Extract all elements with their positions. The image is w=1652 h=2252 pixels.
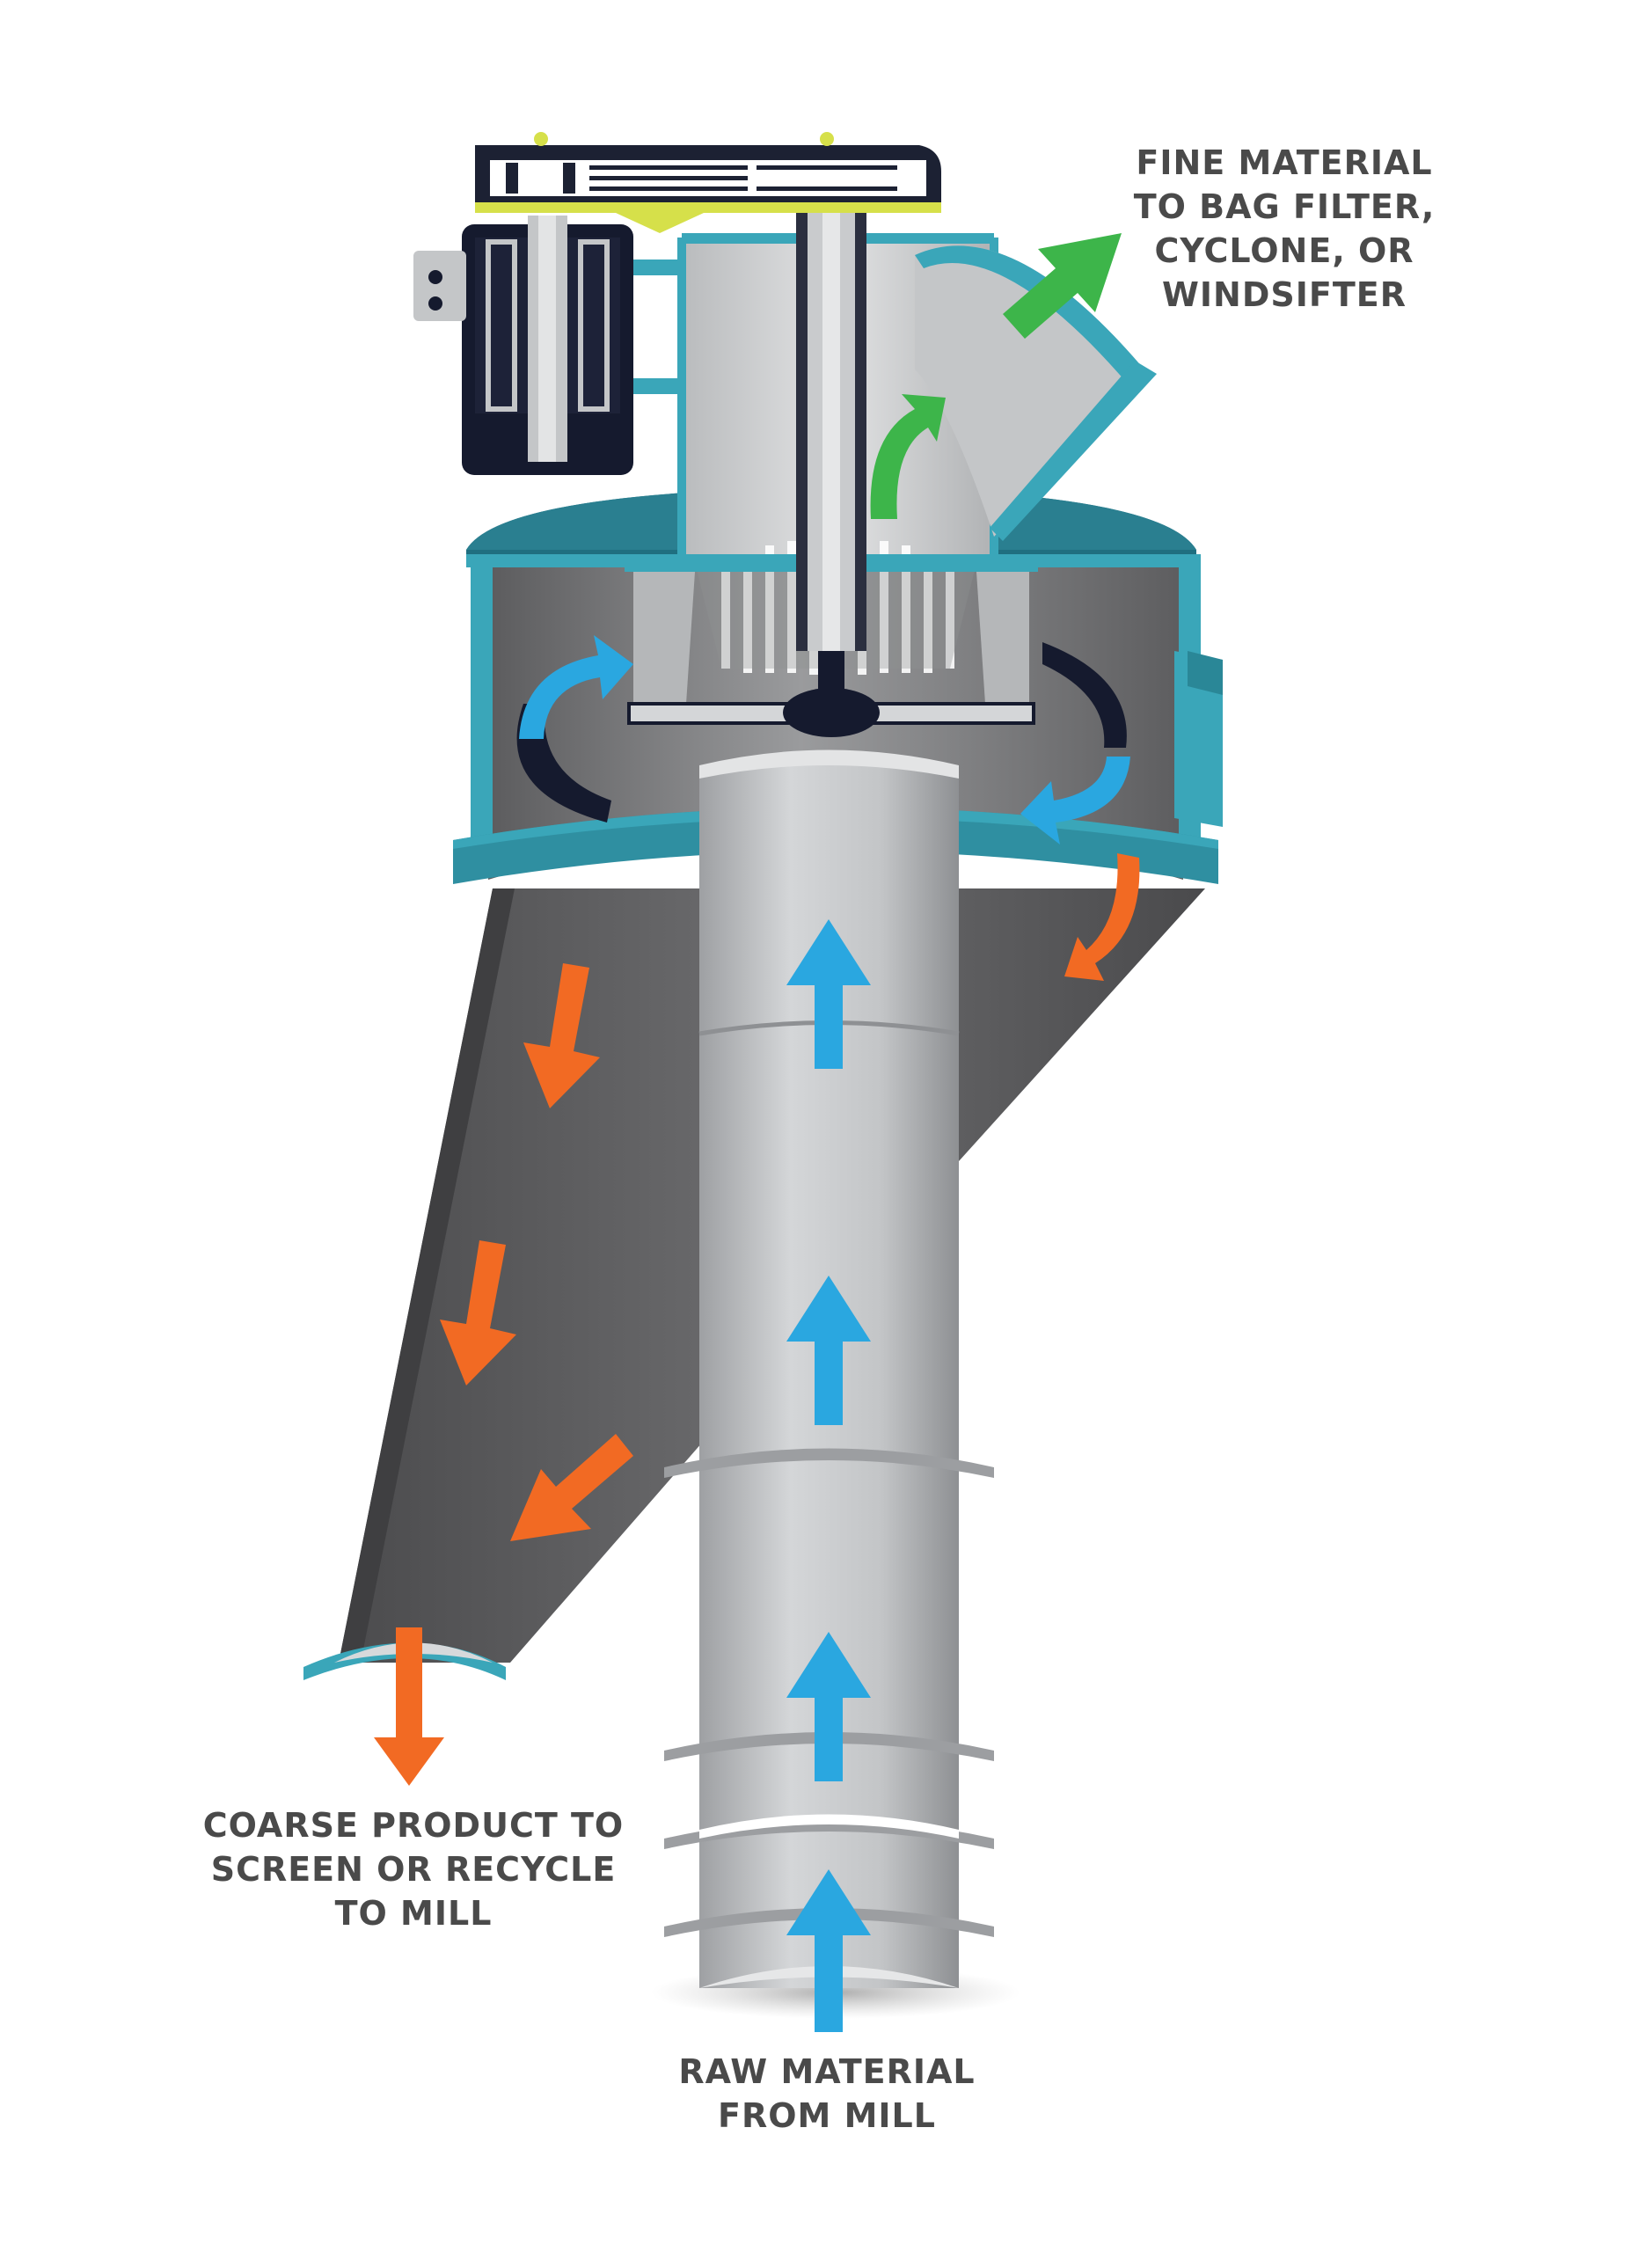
coarse-product-line-1: COARSE PRODUCT TO (202, 1806, 625, 1845)
electric-motor (413, 216, 686, 475)
arrow-up-icon (786, 919, 871, 1069)
fine-material-line-2: TO BAG FILTER, (1133, 187, 1436, 226)
raw-material-line-2: FROM MILL (718, 2096, 936, 2135)
curved-arrow-icon (1020, 757, 1130, 844)
belt-grooves (506, 163, 897, 194)
raw-material-flow-arrows (786, 919, 871, 2032)
arrow-up-icon (786, 1276, 871, 1425)
vortex-flow-arrows (519, 635, 1130, 844)
side-bracket (1174, 651, 1223, 827)
arrow-down-icon (1064, 853, 1140, 981)
bolt-left (534, 132, 548, 146)
fine-material-label: FINE MATERIAL TO BAG FILTER, CYCLONE, OR… (1082, 141, 1487, 317)
arrow-down-icon (523, 963, 600, 1108)
raw-material-label: RAW MATERIAL FROM MILL (616, 2050, 1038, 2138)
motor-mount-upper (633, 260, 686, 275)
curved-arrow-icon (870, 394, 946, 519)
fines-outlet-duct (915, 245, 1157, 541)
motor-mount-lower (633, 378, 686, 394)
arrow-up-right-icon (1003, 233, 1122, 339)
bolt-right (820, 132, 834, 146)
coarse-product-label: COARSE PRODUCT TO SCREEN OR RECYCLE TO M… (185, 1803, 642, 1935)
arrow-down-icon (374, 1627, 444, 1786)
drive-shaft (796, 158, 866, 651)
arrow-up-icon (786, 1869, 871, 2032)
coarse-product-line-3: TO MILL (334, 1894, 493, 1933)
motor-terminal-box (413, 251, 466, 321)
coarse-product-line-2: SCREEN OR RECYCLE (210, 1850, 617, 1889)
curved-arrow-icon (519, 635, 633, 739)
fine-material-line-3: CYCLONE, OR (1154, 231, 1414, 270)
arrow-up-icon (786, 1632, 871, 1781)
raw-material-line-1: RAW MATERIAL (678, 2052, 976, 2091)
coarse-flow-arrows (374, 853, 1140, 1786)
fine-material-line-4: WINDSIFTER (1161, 275, 1407, 314)
rotor-base (625, 554, 1038, 737)
arrow-down-icon (440, 1240, 516, 1386)
arrow-down-icon (510, 1434, 633, 1541)
belt-drive-housing (475, 132, 941, 233)
fine-material-line-1: FINE MATERIAL (1136, 143, 1433, 182)
